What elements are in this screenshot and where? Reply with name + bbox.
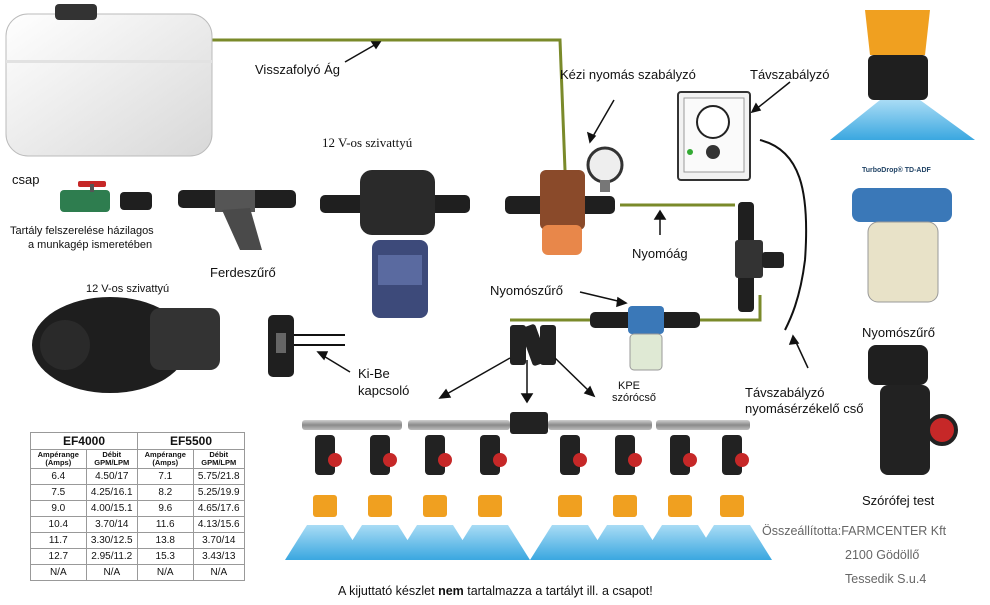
turbodrop-nozzle	[830, 10, 975, 140]
sensor-cable	[759, 139, 808, 331]
label-tap: csap	[12, 172, 40, 187]
table-cell: 5.75/21.8	[192, 468, 246, 485]
table-model-2: EF5500	[136, 432, 246, 450]
table-cell: 4.50/17	[85, 468, 138, 485]
nozzle-3	[395, 435, 475, 560]
label-sensor-2: nyomásérzékelő cső	[745, 401, 864, 416]
table-cell: 7.1	[136, 468, 194, 485]
label-switch-1: Ki-Be	[358, 366, 390, 381]
table-cell: 11.6	[136, 516, 194, 533]
table-cell: 4.25/16.1	[85, 484, 138, 501]
credit-line-1: Összeállította:FARMCENTER Kft	[762, 524, 947, 538]
pump-side	[32, 297, 220, 393]
table-cell: 4.65/17.6	[192, 500, 246, 517]
table-cell: 9.6	[136, 500, 194, 517]
table-cell: 3.70/14	[192, 532, 246, 549]
credit-line-3: Tessedik S.u.4	[845, 572, 927, 586]
label-y-filter: Ferdeszűrő	[210, 265, 276, 280]
table-col-amp-1: Ampérange (Amps)	[30, 449, 87, 469]
table-cell: 13.8	[136, 532, 194, 549]
table-cell: 7.5	[30, 484, 87, 501]
nozzle-5	[530, 435, 610, 560]
nozzle-8	[692, 435, 772, 560]
pump-top	[320, 170, 470, 318]
label-pressure-filter-mid: Nyomószűrő	[490, 283, 563, 298]
water-tank	[5, 4, 213, 157]
nozzle-body-photo	[868, 345, 958, 475]
table-cell: N/A	[192, 564, 246, 581]
table-cell: 4.00/15.1	[85, 500, 138, 517]
pressure-hoses	[510, 203, 762, 322]
footer-before: A kijuttató készlet	[338, 584, 439, 598]
table-cell: 10.4	[30, 516, 87, 533]
return-hose	[210, 38, 567, 171]
pump-spec-table: EF4000 EF5500 Ampérange (Amps) Débit GPM…	[30, 432, 246, 581]
nozzle-6	[585, 435, 665, 560]
table-cell: 12.7	[30, 548, 87, 565]
label-pressure-branch: Nyomóág	[632, 246, 688, 261]
label-manual-regulator: Kézi nyomás szabályzó	[560, 67, 696, 82]
table-cell: 5.25/19.9	[192, 484, 246, 501]
label-tank-note-2: a munkagép ismeretében	[28, 239, 153, 251]
label-pump-top: 12 V-os szivattyú	[322, 135, 413, 150]
label-remote-regulator: Távszabályzó	[750, 67, 830, 82]
table-cell: 6.4	[30, 468, 87, 485]
on-off-switch	[268, 315, 345, 377]
label-sensor-1: Távszabályzó	[745, 385, 825, 400]
tap-valve	[60, 181, 152, 212]
label-pump-side: 12 V-os szivattyú	[86, 283, 170, 295]
annotation-arrows	[316, 41, 809, 404]
label-switch-2: kapcsoló	[358, 383, 410, 398]
table-model-1: EF4000	[30, 432, 138, 450]
table-cell: 15.3	[136, 548, 194, 565]
footer-after: tartalmazza a tartályt ill. a csapot!	[463, 584, 653, 598]
table-cell: 3.43/13	[192, 548, 246, 565]
t-fitting-valve	[735, 202, 784, 312]
label-kpe-1: KPE	[618, 380, 641, 392]
label-kpe-2: szórócső	[612, 392, 657, 404]
pressure-filter-mid	[590, 306, 700, 371]
table-cell: 9.0	[30, 500, 87, 517]
table-col-flow-1: Débit GPM/LPM	[85, 449, 138, 469]
nozzle-4	[450, 435, 530, 560]
label-pressure-filter-right: Nyomószűrő	[862, 325, 935, 340]
cross-fitting	[510, 324, 556, 366]
nozzle-1	[285, 435, 365, 560]
table-cell: N/A	[85, 564, 138, 581]
footer-note: A kijuttató készlet nem tartalmazza a ta…	[338, 584, 653, 598]
pressure-filter-right	[852, 188, 952, 303]
nozzle-row	[285, 435, 772, 560]
manual-pressure-regulator	[505, 146, 624, 255]
table-cell: N/A	[30, 564, 87, 581]
label-nozzle-body: Szórófej test	[862, 493, 935, 508]
table-cell: 11.7	[30, 532, 87, 549]
y-filter	[178, 190, 296, 250]
label-tank-note-1: Tartály felszerelése házilagos	[10, 225, 154, 237]
remote-control-box	[677, 91, 751, 181]
table-cell: 3.70/14	[85, 516, 138, 533]
label-return-branch: Visszafolyó Ág	[255, 62, 341, 77]
spray-boom	[302, 412, 750, 434]
footer-bold: nem	[438, 584, 464, 598]
table-cell: N/A	[136, 564, 194, 581]
table-col-flow-2: Débit GPM/LPM	[192, 449, 246, 469]
table-cell: 2.95/11.2	[85, 548, 138, 565]
table-cell: 8.2	[136, 484, 194, 501]
credit-line-2: 2100 Gödöllő	[845, 548, 920, 562]
table-cell: 4.13/15.6	[192, 516, 246, 533]
table-col-amp-2: Ampérange (Amps)	[136, 449, 194, 469]
nozzle-2	[340, 435, 420, 560]
label-turbodrop: TurboDrop® TD-ADF	[862, 167, 931, 174]
table-cell: 3.30/12.5	[85, 532, 138, 549]
